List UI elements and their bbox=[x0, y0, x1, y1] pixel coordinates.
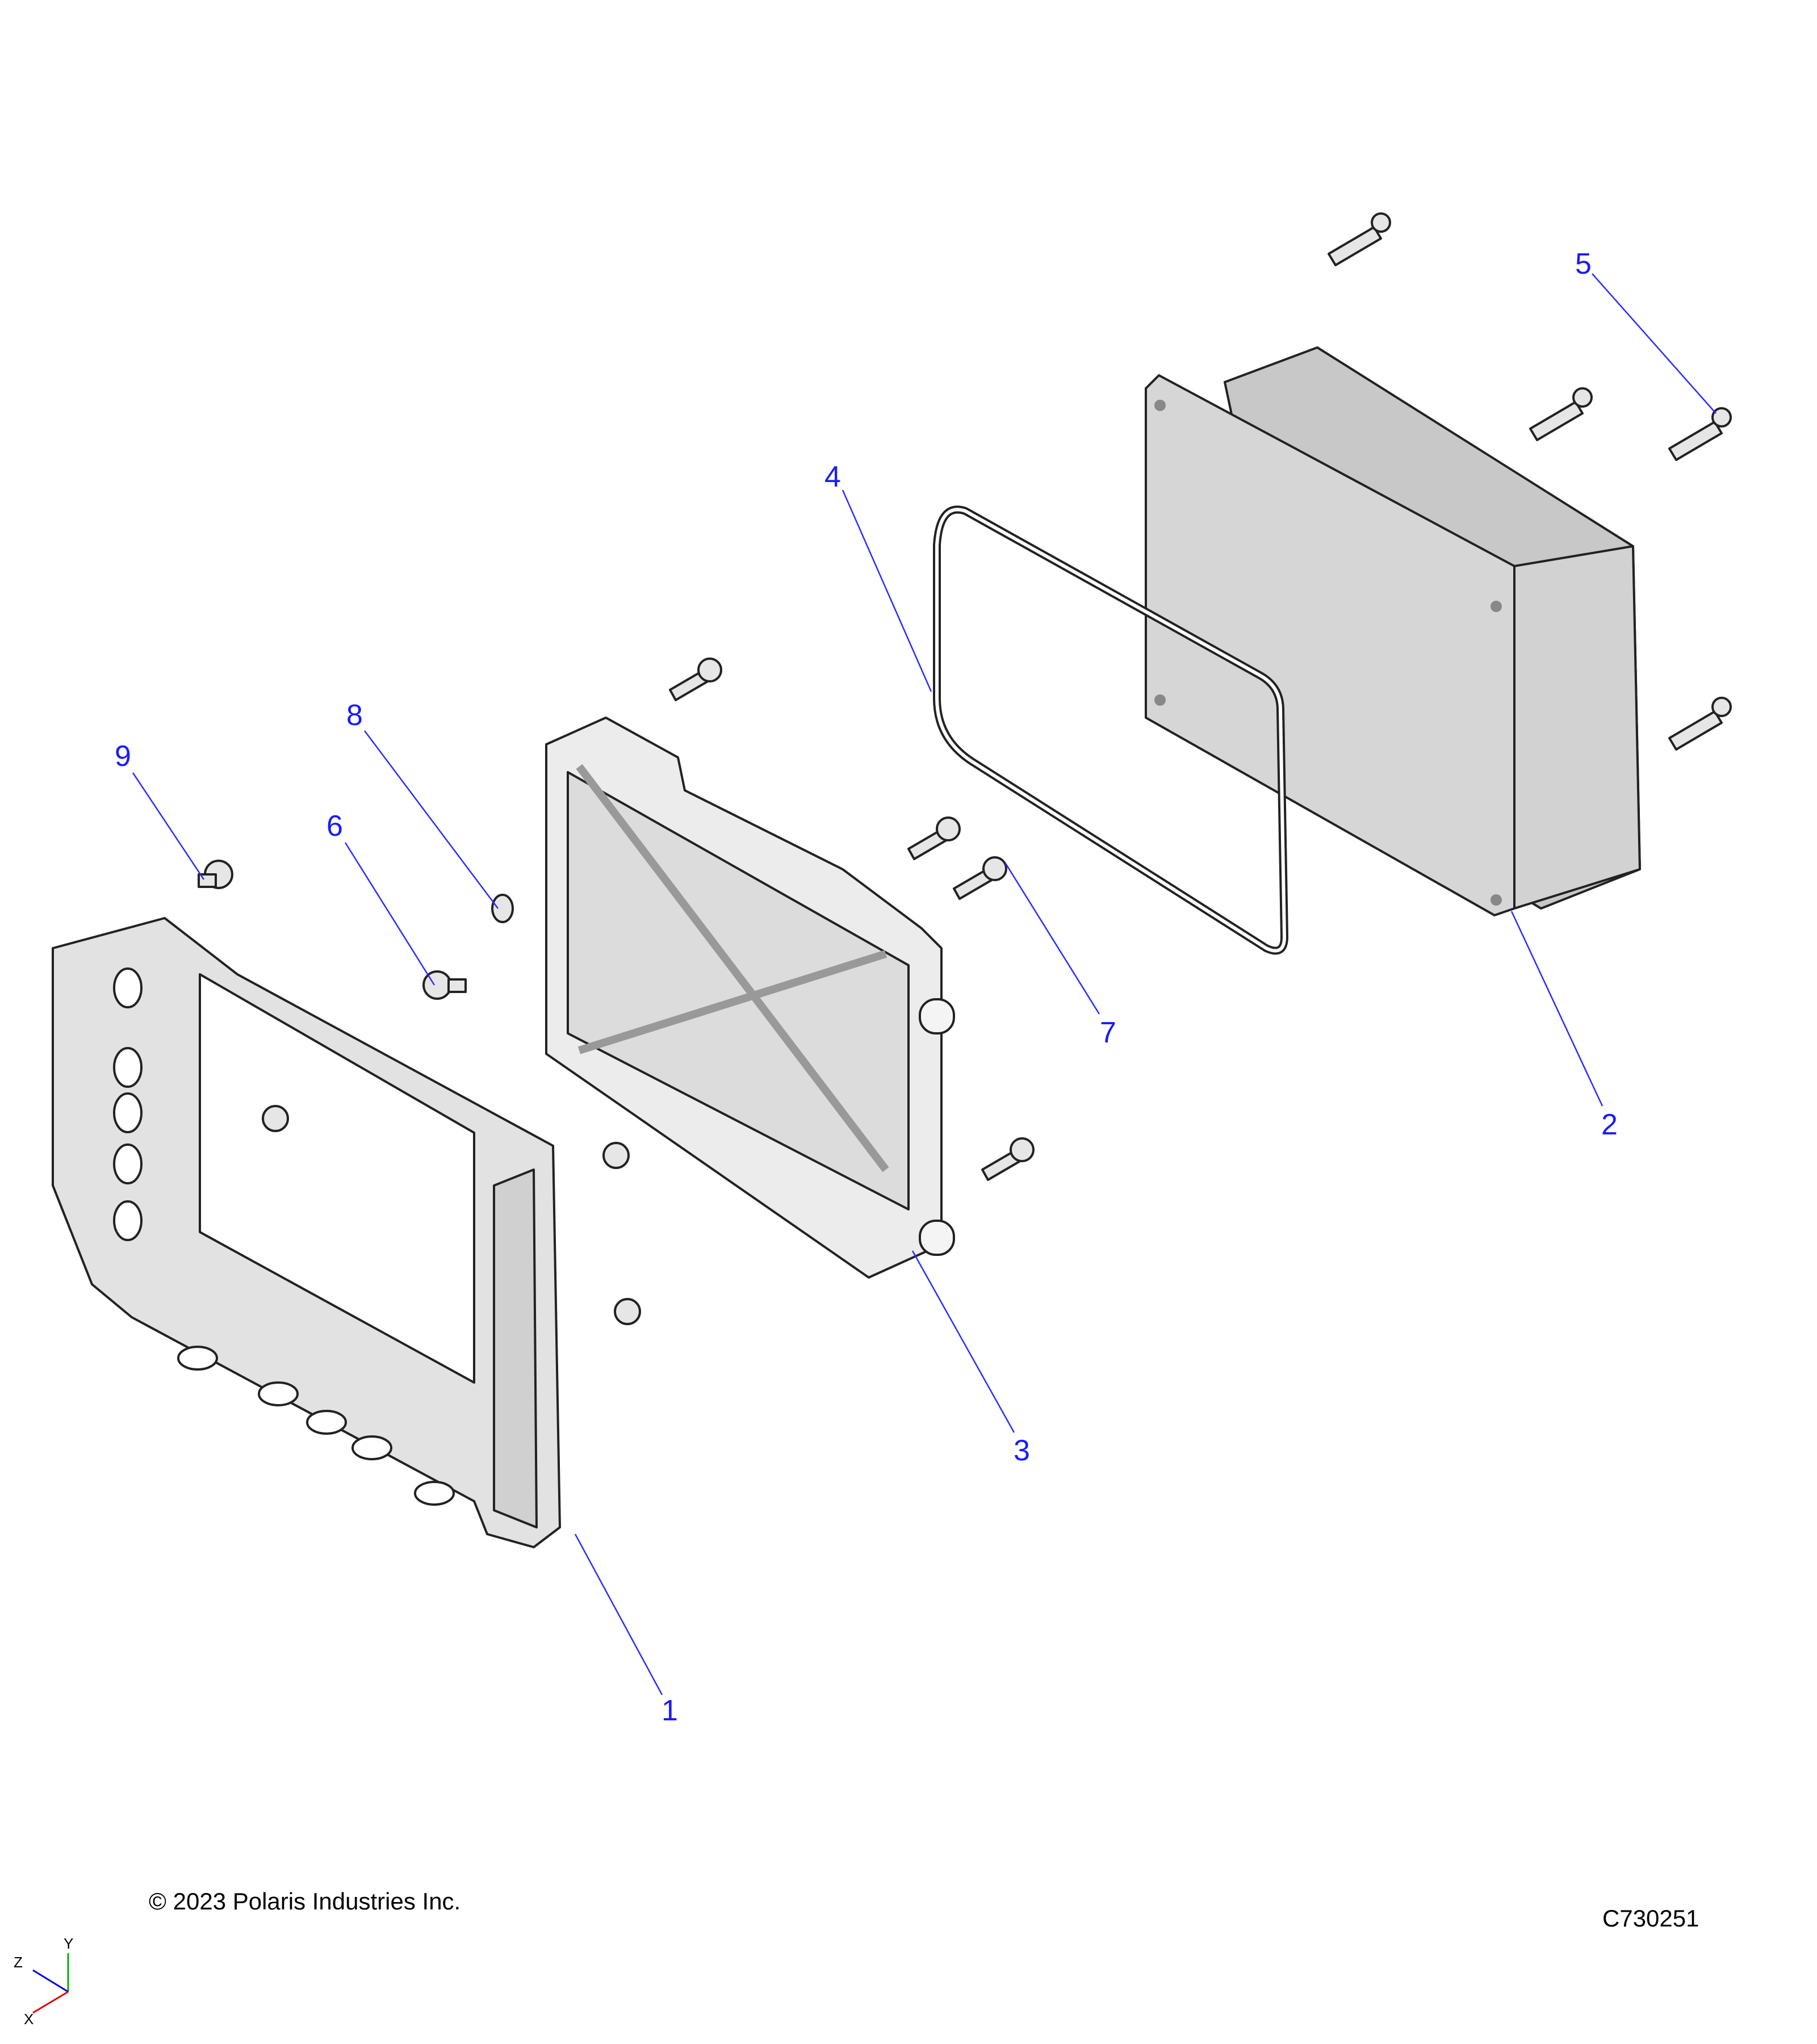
callout-4: 4 bbox=[824, 460, 841, 493]
axis-y-label: Y bbox=[64, 1935, 73, 1952]
copyright-text: © 2023 Polaris Industries Inc. bbox=[149, 1888, 461, 1915]
part-8-washer bbox=[491, 894, 514, 923]
axis-z-label: Z bbox=[14, 1954, 23, 1971]
callout-8: 8 bbox=[346, 699, 363, 732]
callout-9: 9 bbox=[115, 740, 131, 773]
part-7-bolts bbox=[669, 657, 1035, 1181]
callout-5: 5 bbox=[1575, 248, 1592, 280]
callout-2: 2 bbox=[1601, 1108, 1618, 1141]
axis-triad: Y Z X bbox=[14, 1935, 73, 2028]
part-4-gasket bbox=[933, 505, 1289, 955]
part-9-bolt bbox=[198, 860, 233, 889]
callout-1: 1 bbox=[662, 1694, 678, 1727]
drawing-number: C730251 bbox=[1602, 1905, 1699, 1932]
part-6-nut bbox=[422, 970, 467, 1000]
part-3-cold-plate bbox=[545, 717, 955, 1279]
callout-7: 7 bbox=[1100, 1016, 1116, 1049]
leader-lines bbox=[132, 273, 1716, 1695]
misc-bolts bbox=[262, 1105, 641, 1325]
axis-x-label: X bbox=[24, 2011, 34, 2028]
part-5-screws bbox=[1328, 212, 1732, 751]
part-2-control-module bbox=[1145, 346, 1641, 916]
callout-6: 6 bbox=[326, 810, 343, 843]
part-1-bracket bbox=[52, 917, 561, 1548]
callout-3: 3 bbox=[1014, 1434, 1030, 1467]
